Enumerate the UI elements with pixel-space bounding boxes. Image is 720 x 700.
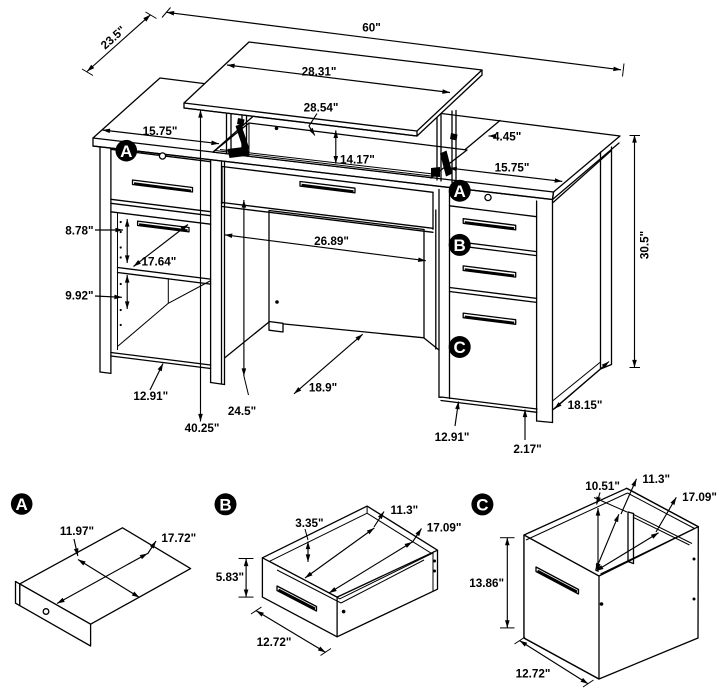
svg-text:B: B [454, 236, 466, 255]
svg-text:C: C [476, 496, 488, 515]
svg-text:4.45": 4.45" [493, 131, 521, 144]
svg-text:17.09": 17.09" [427, 522, 462, 535]
svg-text:8.78": 8.78" [65, 225, 93, 238]
svg-text:11.3": 11.3" [391, 504, 419, 517]
svg-text:12.91": 12.91" [133, 390, 168, 403]
svg-text:3.35": 3.35" [295, 517, 323, 530]
svg-text:60": 60" [362, 22, 381, 35]
svg-text:A: A [16, 495, 28, 514]
svg-text:17.72": 17.72" [161, 532, 196, 545]
svg-text:28.31": 28.31" [302, 65, 337, 78]
svg-text:A: A [454, 182, 466, 201]
svg-text:17.64": 17.64" [142, 256, 177, 269]
svg-text:11.97": 11.97" [60, 525, 94, 538]
svg-text:14.17": 14.17" [340, 154, 375, 167]
svg-text:18.15": 18.15" [568, 399, 603, 412]
svg-text:B: B [219, 495, 231, 514]
svg-text:12.91": 12.91" [435, 431, 470, 444]
svg-text:28.54": 28.54" [304, 102, 339, 115]
svg-text:12.72": 12.72" [257, 636, 292, 649]
svg-text:10.51": 10.51" [585, 480, 620, 493]
svg-text:30.5": 30.5" [638, 231, 651, 259]
svg-text:26.89": 26.89" [314, 235, 349, 248]
svg-text:11.3": 11.3" [642, 473, 670, 486]
svg-text:2.17": 2.17" [513, 443, 541, 456]
svg-text:C: C [454, 338, 466, 357]
svg-text:13.86": 13.86" [469, 577, 504, 590]
svg-text:17.09": 17.09" [682, 491, 717, 504]
svg-text:15.75": 15.75" [143, 125, 178, 138]
svg-text:5.83": 5.83" [216, 571, 244, 584]
svg-text:24.5": 24.5" [228, 405, 256, 418]
svg-text:40.25": 40.25" [185, 422, 220, 435]
svg-text:9.92": 9.92" [65, 290, 93, 303]
svg-text:A: A [120, 142, 132, 161]
svg-text:15.75": 15.75" [495, 162, 530, 175]
svg-text:18.9": 18.9" [309, 382, 337, 395]
svg-text:12.72": 12.72" [516, 668, 551, 681]
